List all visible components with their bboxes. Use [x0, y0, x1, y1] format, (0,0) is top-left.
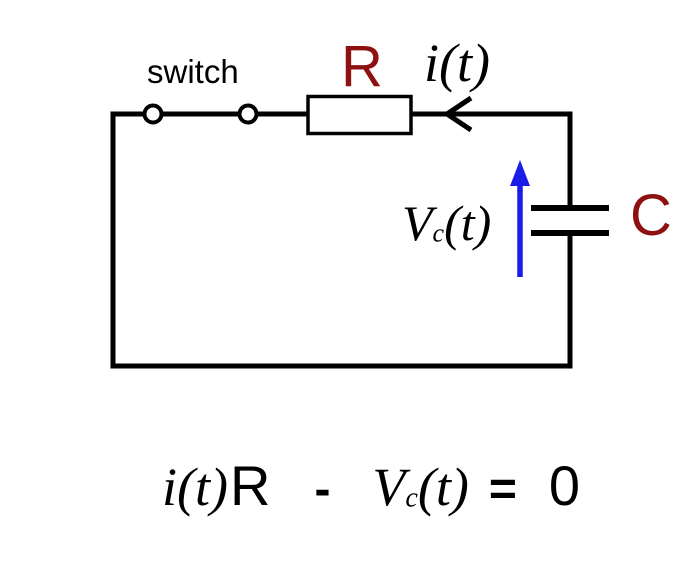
- equation-voltage-base: V: [372, 457, 406, 517]
- voltage-arrow-icon: [510, 160, 530, 186]
- equation-voltage-subscript: c: [405, 482, 418, 514]
- resistor-label: R: [341, 34, 383, 99]
- equation-result: 0: [548, 454, 581, 517]
- equation-voltage-term: Vc(t): [372, 460, 468, 514]
- switch-terminal-right-icon: [237, 103, 259, 125]
- switch-terminal-left-icon: [142, 103, 164, 125]
- equation-minus-operator: -: [314, 463, 331, 516]
- current-label: i(t): [424, 33, 490, 93]
- equation: i(t) R - Vc(t) = 0: [162, 454, 581, 517]
- equation-resistance-term: R: [229, 454, 271, 517]
- voltage-label-base: V: [402, 195, 433, 251]
- voltage-label-suffix: (t): [444, 195, 492, 251]
- resistor-body: [306, 94, 413, 136]
- switch-label: switch: [147, 53, 239, 90]
- voltage-label: Vc(t): [402, 198, 491, 248]
- capacitor-label: C: [630, 183, 672, 248]
- current-arrow-icon: [442, 95, 473, 133]
- equation-current-term: i(t): [162, 457, 228, 517]
- equation-equals-sign: =: [488, 463, 517, 516]
- voltage-label-subscript: c: [432, 218, 445, 248]
- equation-voltage-suffix: (t): [417, 457, 469, 517]
